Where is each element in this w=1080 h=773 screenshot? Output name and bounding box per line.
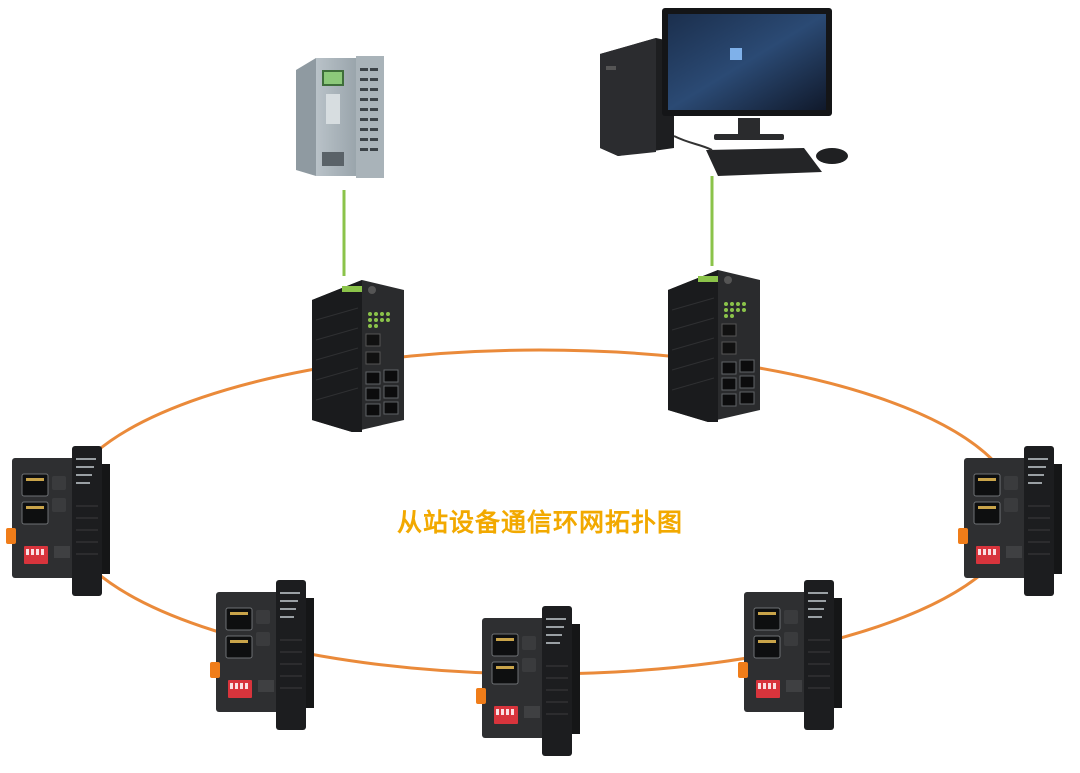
io-coupler-icon-slave-2: [209, 579, 315, 731]
io-coupler-icon-slave-5: [957, 445, 1063, 597]
switch-right-icon: [667, 269, 761, 423]
io-coupler-icon-slave-4: [737, 579, 843, 731]
io-coupler-icon-slave-1: [5, 445, 111, 597]
computer-icon: [600, 8, 848, 176]
switch-left-icon: [311, 279, 405, 433]
plc-icon: [296, 56, 384, 178]
diagram-title: 从站设备通信环网拓扑图: [396, 508, 683, 537]
io-coupler-icon-slave-3: [475, 605, 581, 757]
